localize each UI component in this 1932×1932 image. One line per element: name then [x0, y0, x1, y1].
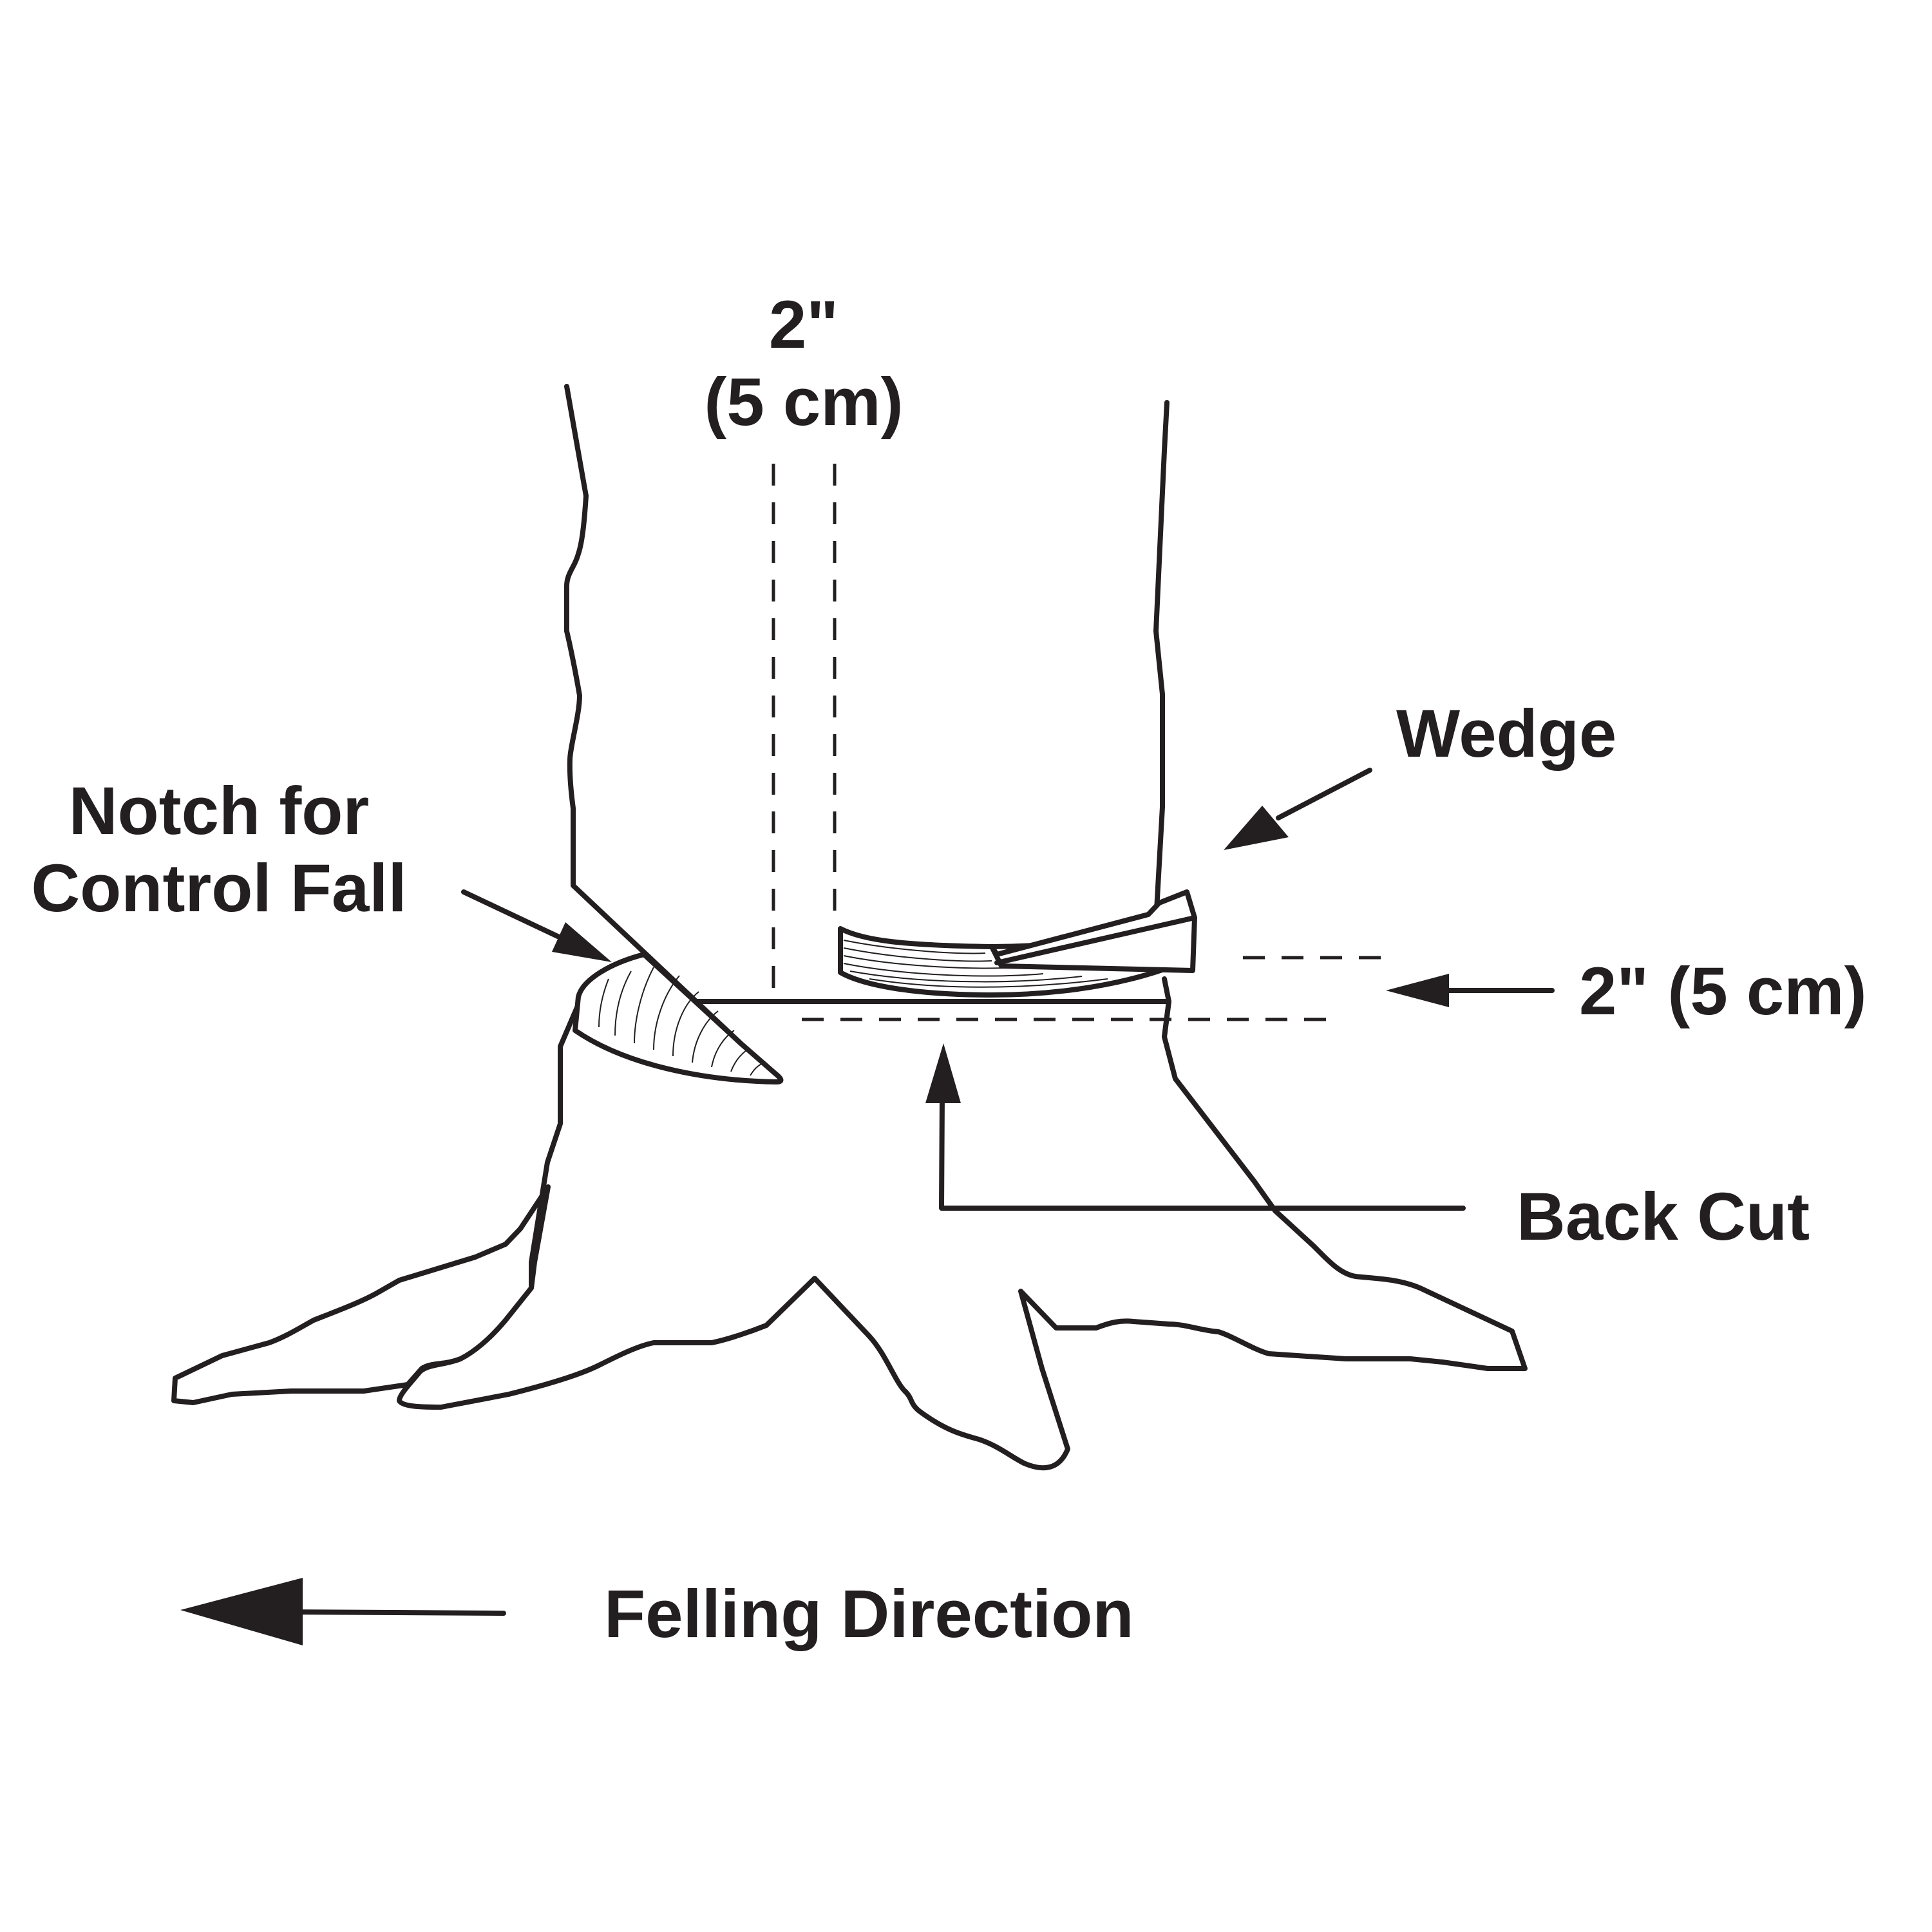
trunk-right-edge: [1153, 400, 1170, 923]
back-cut-label: Back Cut: [1517, 1179, 1810, 1255]
wedge-edge: [994, 915, 1197, 965]
trunk-left-edge: [564, 384, 743, 1046]
top-dimension-label-line2: (5 cm): [704, 365, 903, 440]
notch-label-line2: Control Fall: [31, 851, 406, 926]
notch-label-line1: Notch for: [69, 773, 370, 849]
wedge-label: Wedge: [1396, 696, 1616, 772]
back-cut-pointer-arrow: [925, 1043, 1466, 1211]
tree-roots: [171, 999, 1528, 1471]
top-dimension-label-line1: 2": [769, 287, 838, 363]
wedge-pointer-arrow: [1224, 768, 1372, 850]
felling-direction-label: Felling Direction: [604, 1577, 1134, 1652]
felling-direction-arrow: [180, 1578, 506, 1645]
right-dimension-label: 2" (5 cm): [1579, 954, 1867, 1029]
notch-cut: [573, 952, 784, 1084]
notch-pointer-arrow: [461, 889, 612, 962]
dimension-pointer-arrow: [1386, 974, 1555, 1007]
trunk-right-lower-edge: [1162, 976, 1171, 1039]
